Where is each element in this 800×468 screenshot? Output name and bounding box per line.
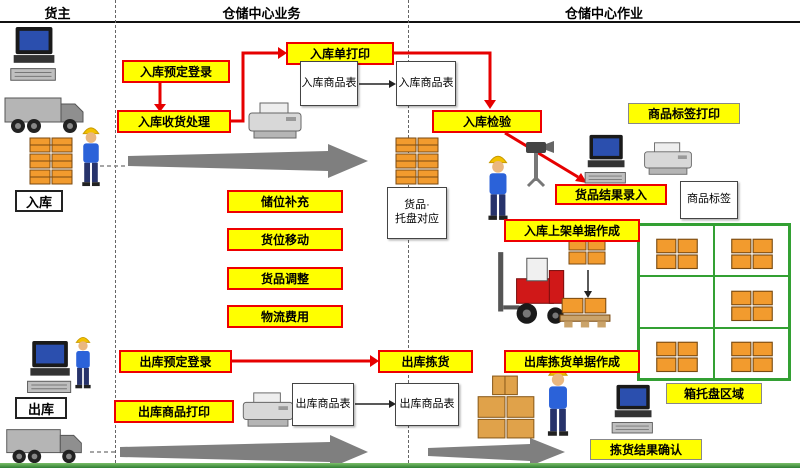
rack-cell bbox=[639, 327, 714, 379]
document-text: 货品· bbox=[404, 199, 430, 212]
rack-cell bbox=[639, 225, 714, 277]
document-text: 托盘对应 bbox=[395, 213, 439, 225]
worker-icon bbox=[541, 364, 575, 438]
pallet-rack-grid bbox=[637, 223, 791, 381]
document-inbound-goods-list: 入库商品表 bbox=[300, 61, 358, 106]
computer-icon bbox=[604, 384, 664, 440]
document-text: 入库商品表 bbox=[301, 76, 357, 89]
document-product-label: 商品标签 bbox=[680, 181, 738, 219]
cardboard-boxes-icon bbox=[476, 374, 536, 440]
truck-icon bbox=[3, 90, 87, 136]
document-text: 商品标签 bbox=[687, 193, 731, 206]
document-inbound-goods-list: 入库商品表 bbox=[396, 61, 456, 106]
printer-icon bbox=[640, 141, 696, 177]
bottom-green-bar bbox=[0, 463, 800, 468]
process-box-result-entry: 货品结果录入 bbox=[555, 184, 667, 205]
process-box-inbound-receive: 入库收货处理 bbox=[117, 110, 231, 133]
process-box-inbound-reserve: 入库预定登录 bbox=[122, 60, 230, 83]
header-divider-line bbox=[0, 21, 800, 23]
rack-cell bbox=[639, 276, 714, 328]
pallet-shelf-icon bbox=[27, 136, 75, 188]
process-box-outbound-goods-print: 出库商品打印 bbox=[114, 400, 234, 423]
process-box-location-move: 货位移动 bbox=[227, 228, 343, 251]
pallet-icon bbox=[729, 237, 775, 273]
pallet-icon bbox=[729, 289, 775, 325]
rack-cell bbox=[714, 276, 789, 328]
pallet-icon bbox=[729, 340, 775, 376]
process-box-picking-doc-create: 出库拣货单据作成 bbox=[504, 350, 640, 373]
printer-icon bbox=[240, 391, 296, 429]
truck-icon bbox=[3, 422, 87, 466]
worker-icon bbox=[70, 334, 96, 390]
computer-icon bbox=[8, 26, 62, 88]
scanner-camera-icon bbox=[524, 138, 560, 188]
printer-icon bbox=[246, 101, 304, 141]
document-outbound-goods-list: 出库商品表 bbox=[292, 383, 354, 426]
worker-icon bbox=[76, 124, 106, 188]
pallet-icon bbox=[654, 237, 700, 273]
computer-icon bbox=[580, 134, 634, 190]
label-box-pallet-area: 箱托盘区域 bbox=[666, 383, 762, 404]
process-box-outbound-reserve: 出库预定登录 bbox=[119, 350, 232, 373]
process-box-inbound-order-print: 入库单打印 bbox=[286, 42, 394, 65]
pallet-shelf-icon bbox=[393, 136, 441, 188]
process-box-storage-replenish: 储位补充 bbox=[227, 190, 343, 213]
document-outbound-goods-list: 出库商品表 bbox=[395, 383, 459, 426]
process-box-goods-adjust: 货品调整 bbox=[227, 267, 343, 290]
rack-cell bbox=[714, 327, 789, 379]
document-text: 出库商品表 bbox=[399, 397, 455, 410]
inbound-section-label: 入库 bbox=[15, 190, 63, 212]
gray-arrow-inbound bbox=[128, 144, 368, 178]
column-header-owner: 货主 bbox=[44, 6, 71, 21]
process-box-shelving-doc-create: 入库上架单据作成 bbox=[504, 219, 640, 242]
pallet-base-icon bbox=[558, 296, 612, 334]
process-box-outbound-pick: 出库拣货 bbox=[378, 350, 473, 373]
label-product-label-print: 商品标签打印 bbox=[628, 103, 740, 124]
rack-cell bbox=[714, 225, 789, 277]
document-text: 出库商品表 bbox=[295, 397, 351, 410]
document-text: 入库商品表 bbox=[398, 76, 454, 89]
worker-icon bbox=[482, 152, 514, 222]
column-header-center-business: 仓储中心业务 bbox=[222, 6, 301, 21]
document-goods-pallet-map: 货品· 托盘对应 bbox=[387, 187, 447, 239]
process-box-inbound-inspect: 入库检验 bbox=[432, 110, 542, 133]
process-box-logistics-cost: 物流费用 bbox=[227, 305, 343, 328]
gray-arrow-outbound-right bbox=[428, 438, 565, 466]
column-header-center-operations: 仓储中心作业 bbox=[564, 6, 643, 21]
column-divider-left bbox=[115, 0, 116, 468]
pallet-icon bbox=[654, 340, 700, 376]
label-pick-confirm: 拣货结果确认 bbox=[590, 439, 702, 460]
outbound-section-label: 出库 bbox=[15, 397, 67, 419]
